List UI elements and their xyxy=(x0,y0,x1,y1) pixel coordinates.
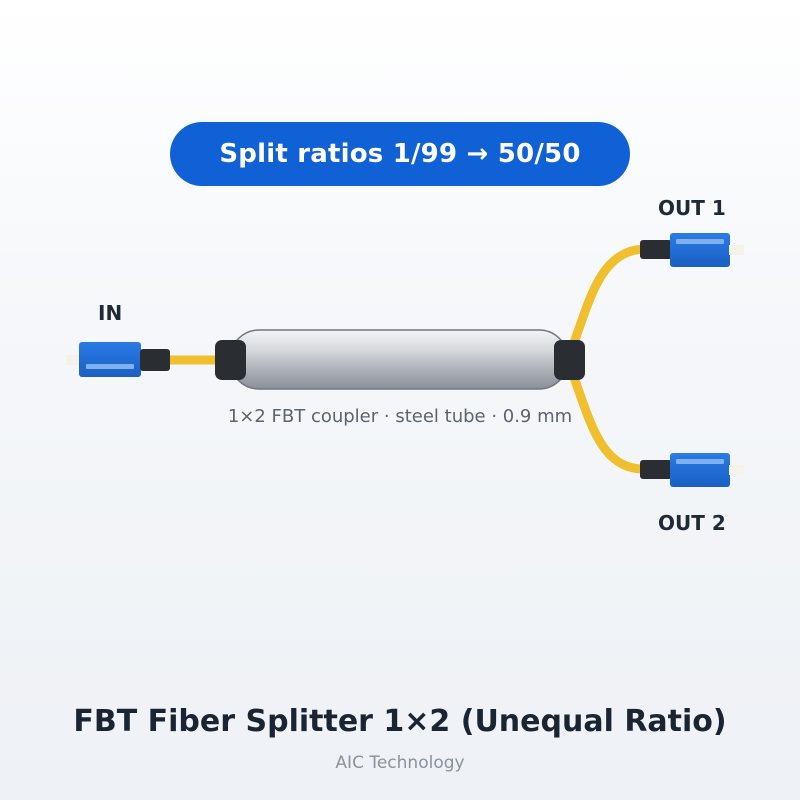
output-2-port-label: OUT 2 xyxy=(658,511,726,535)
output-2-connector-icon xyxy=(640,453,744,487)
input-port-label: IN xyxy=(98,301,123,325)
split-ratio-badge: Split ratios 1/99 → 50/50 xyxy=(170,122,630,186)
input-connector-icon xyxy=(66,342,170,377)
output-1-connector-icon xyxy=(640,233,744,267)
page-title: FBT Fiber Splitter 1×2 (Unequal Ratio) xyxy=(73,704,727,739)
output-fiber-2 xyxy=(567,367,650,474)
output-1-port-label: OUT 1 xyxy=(658,196,726,220)
brand-name: AIC Technology xyxy=(335,753,465,773)
output-fiber-1 xyxy=(567,244,650,353)
steel-tube-icon xyxy=(215,329,585,390)
coupler-caption: 1×2 FBT coupler · steel tube · 0.9 mm xyxy=(227,406,573,427)
